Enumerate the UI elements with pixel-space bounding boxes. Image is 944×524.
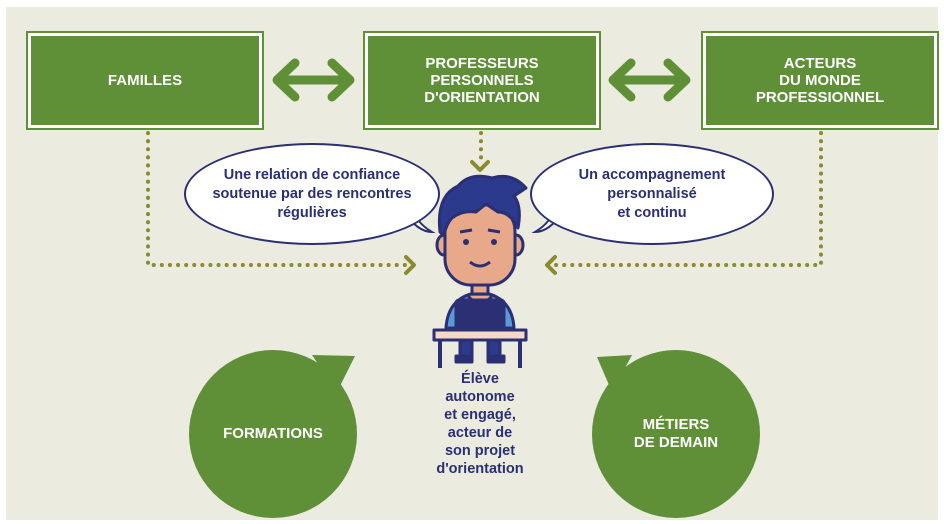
student-at-desk-icon: [432, 174, 528, 368]
double-arrow-icon: [272, 58, 355, 102]
acteurs-label: ACTEURS DU MONDE PROFESSIONNEL: [755, 55, 885, 106]
bubble-left-text: Une relation de confiance soutenue par d…: [212, 166, 412, 221]
formations-circle: [189, 350, 357, 518]
acteurs-box: ACTEURS DU MONDE PROFESSIONNEL: [701, 31, 939, 130]
student-description: Élève autonome et engagé, acteur de son …: [436, 371, 524, 477]
professeurs-box: PROFESSEURS PERSONNELS D'ORIENTATION: [363, 31, 601, 130]
chevron-left-icon: [545, 255, 557, 275]
metiers-label: MÉTIERS DE DEMAIN: [633, 416, 719, 451]
familles-box: FAMILLES: [26, 31, 264, 130]
chevron-down-icon: [470, 160, 490, 172]
formations-label: FORMATIONS: [223, 425, 323, 442]
professeurs-label: PROFESSEURS PERSONNELS D'ORIENTATION: [424, 55, 540, 106]
bubble-right-text: Un accompagnement personnalisé et contin…: [578, 166, 726, 221]
metiers-circle: [592, 350, 760, 518]
chevron-right-icon: [404, 255, 416, 275]
familles-label: FAMILLES: [107, 72, 183, 89]
dotted-connector-right: [554, 131, 823, 267]
double-arrow-icon: [608, 58, 691, 102]
speech-bubble-right: Un accompagnement personnalisé et contin…: [530, 143, 774, 245]
speech-bubble-left: Une relation de confiance soutenue par d…: [184, 143, 440, 245]
